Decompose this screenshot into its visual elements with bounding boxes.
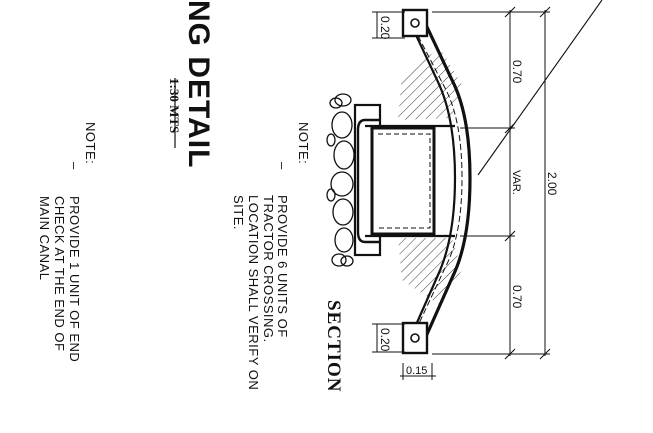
top-end-block [401, 8, 429, 38]
dim-bottom-run: 0.70 [510, 285, 524, 309]
scale-underline [174, 78, 176, 148]
dim-total: 2.00 [545, 172, 559, 196]
channel-outer-profile [418, 11, 472, 351]
dimension-lines [372, 6, 551, 380]
dim-top-end: 0.20 [378, 16, 392, 40]
channel-inner-profile [406, 17, 457, 344]
dim-middle: VAR. [510, 170, 522, 195]
culvert-box [353, 103, 455, 257]
leader-line [477, 0, 603, 176]
dim-top-run: 0.70 [510, 60, 524, 84]
dim-bottom-end: 0.20 [378, 328, 392, 352]
stone-fill [326, 93, 355, 267]
bottom-end-block [401, 321, 429, 355]
reinforcement-line [413, 27, 463, 335]
dim-thickness: 0.15 [406, 365, 427, 377]
